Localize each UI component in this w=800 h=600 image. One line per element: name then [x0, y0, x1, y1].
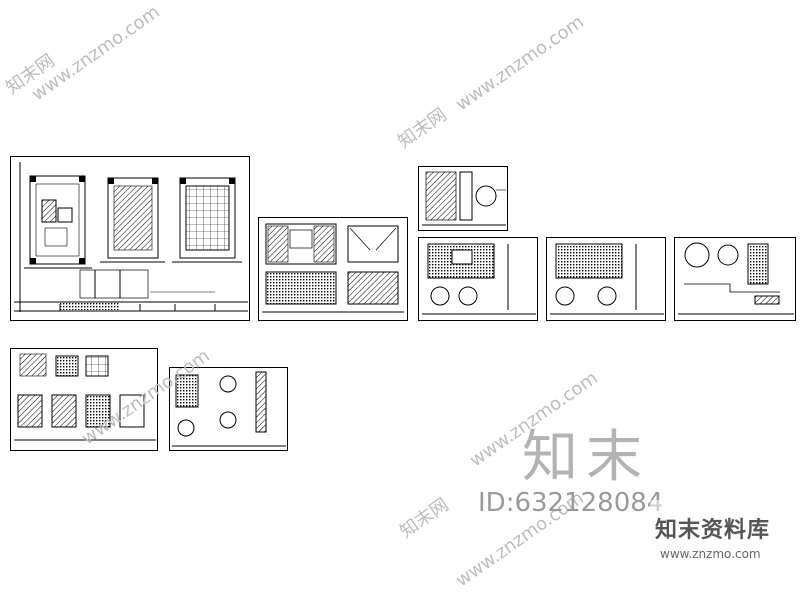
logo-name: 知末资料库 — [655, 518, 771, 543]
logo-badge — [650, 500, 800, 600]
drawing-sheet-elevation-d — [674, 237, 796, 321]
asset-id-label: ID:632128084 — [478, 488, 664, 518]
logo-url: www.znzmo.com — [660, 547, 761, 561]
watermark-big-logo: 知末 — [522, 425, 650, 490]
